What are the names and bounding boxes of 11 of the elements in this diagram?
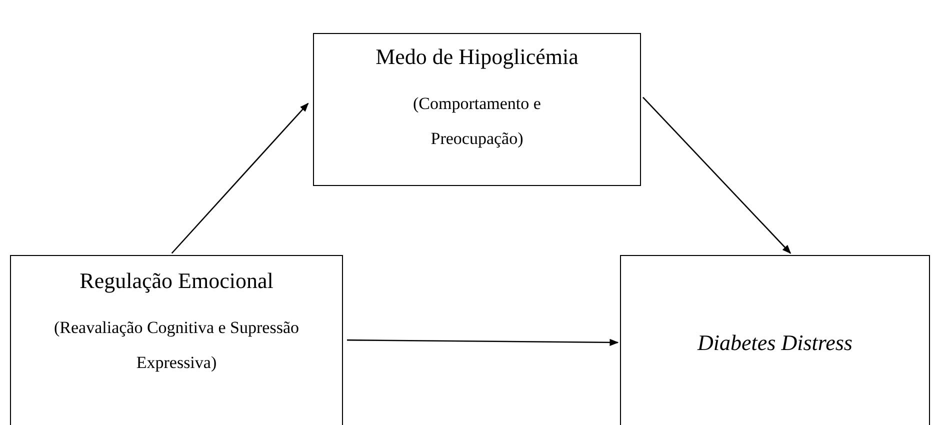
arrow: [642, 96, 792, 254]
box-subtitle: (Comportamento e Preocupação): [412, 93, 542, 150]
concept-box: [10, 255, 343, 425]
box-title: Diabetes Distress: [697, 330, 852, 356]
concept-box: [313, 33, 641, 186]
concept-box: [620, 255, 930, 425]
box-title: Medo de Hipoglicémia: [376, 44, 578, 70]
box-subtitle: (Reavaliação Cognitiva e Supressão Expressiva): [52, 317, 300, 374]
arrow: [171, 102, 309, 254]
box-title: Regulação Emocional: [80, 268, 274, 294]
arrow: [346, 338, 619, 346]
